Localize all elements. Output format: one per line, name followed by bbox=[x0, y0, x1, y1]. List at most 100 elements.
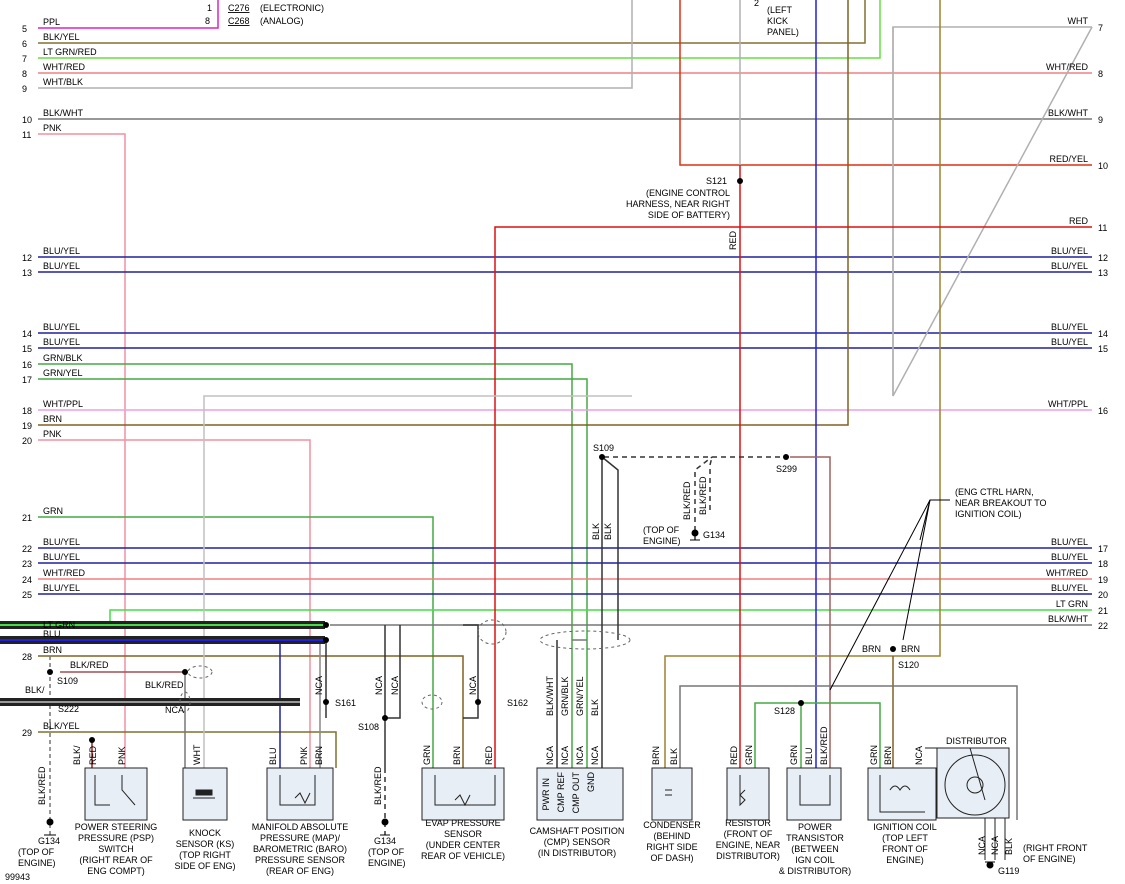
g119-label: G119 bbox=[998, 866, 1019, 876]
c268-pin: 8 bbox=[205, 16, 210, 26]
right-wire-label: BLU/YEL bbox=[1051, 552, 1088, 562]
vertical-wire-label: RED bbox=[728, 230, 738, 250]
left-wire-label: BLU/YEL bbox=[43, 322, 80, 332]
left-wire-number: 22 bbox=[22, 544, 32, 554]
right-wire-number: 7 bbox=[1098, 23, 1103, 33]
component-caption-transistor: POWER bbox=[798, 822, 833, 832]
splice-s109b-dot bbox=[182, 669, 188, 675]
vertical-wire-label: BLK bbox=[603, 523, 613, 540]
right-front-1: (RIGHT FRONT bbox=[1023, 843, 1088, 853]
splice-s299-dot bbox=[783, 454, 789, 460]
eng-ctrl-2: NEAR BREAKOUT TO bbox=[955, 498, 1047, 508]
component-caption-evap: REAR OF VEHICLE) bbox=[421, 851, 505, 861]
s120-label: S120 bbox=[898, 660, 919, 670]
left-wire-label: BLK/YEL bbox=[43, 721, 80, 731]
pin-stubs bbox=[984, 818, 1006, 860]
component-caption-evap: EVAP PRESSURE bbox=[425, 818, 500, 828]
left-wire-label: WHT/PPL bbox=[43, 399, 83, 409]
component-caption-psp: PRESSURE (PSP) bbox=[78, 833, 154, 843]
component-caption-cmp: (CMP) SENSOR bbox=[544, 837, 611, 847]
vertical-wire-label: NCA bbox=[468, 676, 478, 695]
vertical-wire-label: NCA bbox=[374, 676, 384, 695]
component-caption-condenser: RIGHT SIDE bbox=[646, 842, 697, 852]
bus-blk: BLK/ bbox=[25, 685, 45, 695]
left-wire-number: 6 bbox=[22, 39, 27, 49]
left-wire-number: 7 bbox=[22, 54, 27, 64]
vertical-wire-label: BLK bbox=[669, 748, 679, 765]
right-wire-number: 10 bbox=[1098, 161, 1108, 171]
left-wire-label: BLU/YEL bbox=[43, 583, 80, 593]
component-caption-map: (REAR OF ENG) bbox=[266, 866, 334, 876]
right-wire-number: 8 bbox=[1098, 69, 1103, 79]
vertical-wire-label: GRN bbox=[744, 745, 754, 765]
bus-ltgrn: LT GRN bbox=[43, 620, 75, 630]
right-wire-label: RED bbox=[1069, 216, 1089, 226]
vertical-wire-label: PNK bbox=[117, 746, 127, 765]
top-wires bbox=[38, 0, 1093, 835]
component-caption-map: PRESSURE (MAP)/ bbox=[260, 833, 341, 843]
left-wire-label: BLU/YEL bbox=[43, 246, 80, 256]
top-engine-2: ENGINE) bbox=[643, 536, 681, 546]
component-caption-transistor: IGN COIL bbox=[795, 855, 835, 865]
left-wire-label: BRN bbox=[43, 414, 62, 424]
s109-label: S109 bbox=[593, 443, 614, 453]
left-wire-number: 13 bbox=[22, 268, 32, 278]
evap-sensor-box bbox=[421, 767, 505, 821]
vertical-wire-label: RED bbox=[729, 745, 739, 765]
right-wire-label: BLU/YEL bbox=[1051, 261, 1088, 271]
left-wire-number: 15 bbox=[22, 344, 32, 354]
vertical-wire-label: NCA bbox=[545, 746, 555, 765]
right-wire-label: BLU/YEL bbox=[1051, 337, 1088, 347]
vertical-wire-label: BLK bbox=[591, 523, 601, 540]
component-caption-coil: IGNITION COIL bbox=[873, 822, 937, 832]
splice-s109-dot bbox=[599, 454, 605, 460]
left-wire-label: WHT/BLK bbox=[43, 77, 83, 87]
nca-bus-label: NCA bbox=[165, 705, 184, 715]
component-caption-map: PRESSURE SENSOR bbox=[255, 855, 346, 865]
component-caption-cmp: (IN DISTRIBUTOR) bbox=[538, 848, 616, 858]
component-caption-psp: POWER STEERING bbox=[75, 822, 158, 832]
right-wire-number: 15 bbox=[1098, 344, 1108, 354]
right-wire-label: LT GRN bbox=[1056, 599, 1088, 609]
left-wire-label: BLU/YEL bbox=[43, 537, 80, 547]
right-wire-number: 16 bbox=[1098, 406, 1108, 416]
right-wire-label: WHT/RED bbox=[1046, 62, 1088, 72]
left-wire-number: 25 bbox=[22, 590, 32, 600]
left-wire-label: PNK bbox=[43, 429, 62, 439]
s162-label: S162 bbox=[507, 698, 528, 708]
component-caption-condenser: OF DASH) bbox=[650, 853, 693, 863]
right-wire-number: 9 bbox=[1098, 115, 1103, 125]
vertical-wire-label: GRN bbox=[789, 745, 799, 765]
bus-blu: BLU bbox=[43, 629, 61, 639]
vertical-wire-label: BLK/RED bbox=[819, 726, 829, 765]
vertical-wire-label: BLK/RED bbox=[682, 481, 692, 520]
c276-desc: (ELECTRONIC) bbox=[260, 3, 324, 13]
component-caption-transistor: TRANSISTOR bbox=[786, 833, 844, 843]
left-wire-number: 29 bbox=[22, 728, 32, 738]
splice-s161-dot bbox=[323, 699, 329, 705]
component-caption-ks: (TOP RIGHT bbox=[179, 850, 231, 860]
callout-arrows bbox=[829, 499, 950, 691]
left-wire-label: BLK/YEL bbox=[43, 32, 80, 42]
right-wire-number: 18 bbox=[1098, 559, 1108, 569]
distributor-label: DISTRIBUTOR bbox=[946, 736, 1007, 746]
right-wire-label: BLU/YEL bbox=[1051, 583, 1088, 593]
left-wire-label: GRN/YEL bbox=[43, 368, 83, 378]
component-caption-ks: SENSOR (KS) bbox=[176, 839, 235, 849]
component-caption-condenser: (BEHIND bbox=[653, 831, 691, 841]
component-caption-psp: ENG COMPT) bbox=[87, 866, 145, 876]
right-wire-label: WHT/PPL bbox=[1048, 399, 1088, 409]
right-wire-label: BLK/WHT bbox=[1048, 614, 1089, 624]
left-wire-number: 11 bbox=[22, 130, 31, 140]
cmp-sensor-box bbox=[536, 767, 624, 821]
vertical-wire-label: NCA bbox=[575, 746, 585, 765]
vertical-wire-label: BRN bbox=[314, 746, 324, 765]
component-caption-condenser: CONDENSER bbox=[643, 820, 701, 830]
left-wire-label: GRN bbox=[43, 506, 63, 516]
vertical-wire-label: BLU bbox=[804, 747, 814, 765]
vertical-wire-label: WHT bbox=[192, 744, 202, 765]
right-wire-number: 11 bbox=[1098, 223, 1107, 233]
component-caption-ks: SIDE OF ENG) bbox=[174, 861, 235, 871]
